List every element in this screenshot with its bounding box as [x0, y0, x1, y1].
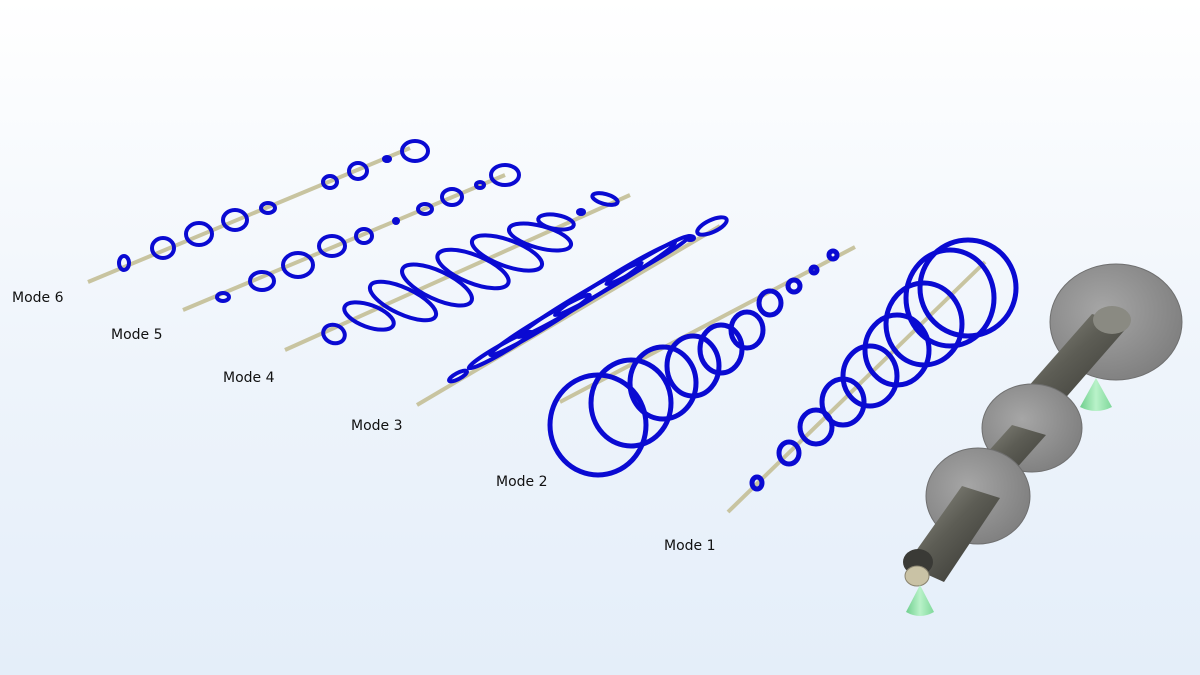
mode5-shape	[182, 163, 521, 312]
mode5-orbit	[317, 234, 347, 258]
mode2-orbits	[547, 248, 840, 478]
mode4-label: Mode 4	[223, 370, 275, 386]
mode1-orbit	[797, 407, 835, 447]
mode4-orbit	[576, 208, 586, 216]
mode5-orbit	[215, 291, 231, 303]
mode6-shape	[87, 139, 430, 284]
mode6-orbit	[117, 254, 131, 272]
mode4-orbit	[469, 233, 545, 273]
mode1-orbits	[749, 237, 1019, 492]
rotor-assembly-icon	[903, 263, 1183, 616]
mode5-orbit	[248, 270, 276, 292]
mode4-orbit	[342, 300, 396, 332]
mode2-orbit	[808, 264, 820, 276]
mode5-orbit	[474, 180, 486, 190]
mode6-orbit	[259, 201, 277, 215]
mode6-orbit	[321, 174, 339, 190]
mode5-orbit	[489, 163, 521, 187]
mode2-shape	[547, 245, 856, 478]
mode3-label: Mode 3	[351, 418, 403, 434]
mode6-orbit	[184, 221, 214, 247]
mode6-orbit	[221, 208, 249, 232]
shaft-end-face	[904, 565, 930, 587]
mode4-orbit	[321, 322, 347, 346]
bearing-cone-near	[906, 585, 934, 616]
mode4-orbit	[536, 212, 576, 232]
mode6-orbit	[400, 139, 430, 163]
mode3-orbit	[684, 234, 696, 242]
mode1-label: Mode 1	[664, 538, 716, 554]
mode6-orbit	[150, 236, 176, 260]
mode5-orbit	[392, 217, 400, 225]
mode1-shape	[726, 237, 1019, 514]
mode2-orbit	[826, 248, 840, 262]
mode3-shape	[415, 215, 729, 407]
mode5-orbit	[281, 251, 315, 279]
mode2-orbit	[756, 288, 784, 318]
mode2-orbit	[785, 277, 803, 295]
mode5-label: Mode 5	[111, 327, 163, 343]
mode1-orbit	[840, 343, 900, 409]
mode4-orbit	[590, 191, 620, 207]
mode2-orbit	[588, 357, 674, 449]
mode3-orbit	[604, 233, 692, 287]
mode1-orbit	[883, 280, 965, 368]
mode6-orbits	[117, 139, 430, 272]
mode4-orbit	[400, 262, 474, 308]
mode6-shaft-line	[87, 146, 411, 284]
mode3-orbit	[488, 292, 592, 358]
mode4-orbit	[435, 247, 511, 291]
mode2-orbit	[627, 344, 699, 422]
mode1-orbit	[776, 439, 802, 467]
mode5-orbits	[215, 163, 521, 303]
mode6-label: Mode 6	[12, 290, 64, 306]
mode1-orbit	[862, 312, 932, 388]
mode5-orbit	[440, 187, 464, 207]
mode3-orbit	[447, 368, 469, 384]
mode2-orbit	[728, 309, 766, 351]
mode2-orbit	[664, 333, 722, 399]
mode6-orbit	[382, 155, 392, 163]
mode4-orbit	[367, 279, 439, 323]
mode6-orbit	[347, 161, 369, 181]
mode1-orbit	[917, 237, 1019, 339]
mode1-orbit	[749, 474, 765, 492]
bearing-cone-far	[1080, 378, 1112, 411]
mode1-orbit	[903, 247, 997, 349]
mode4-orbits	[321, 191, 620, 346]
mode4-shape	[284, 191, 631, 352]
mode3-orbits	[447, 215, 729, 384]
mode5-orbit	[354, 227, 374, 245]
shaft-end-cap	[1093, 306, 1131, 334]
mode5-orbit	[416, 202, 434, 216]
mode2-label: Mode 2	[496, 474, 548, 490]
mode3-orbit	[695, 215, 729, 237]
